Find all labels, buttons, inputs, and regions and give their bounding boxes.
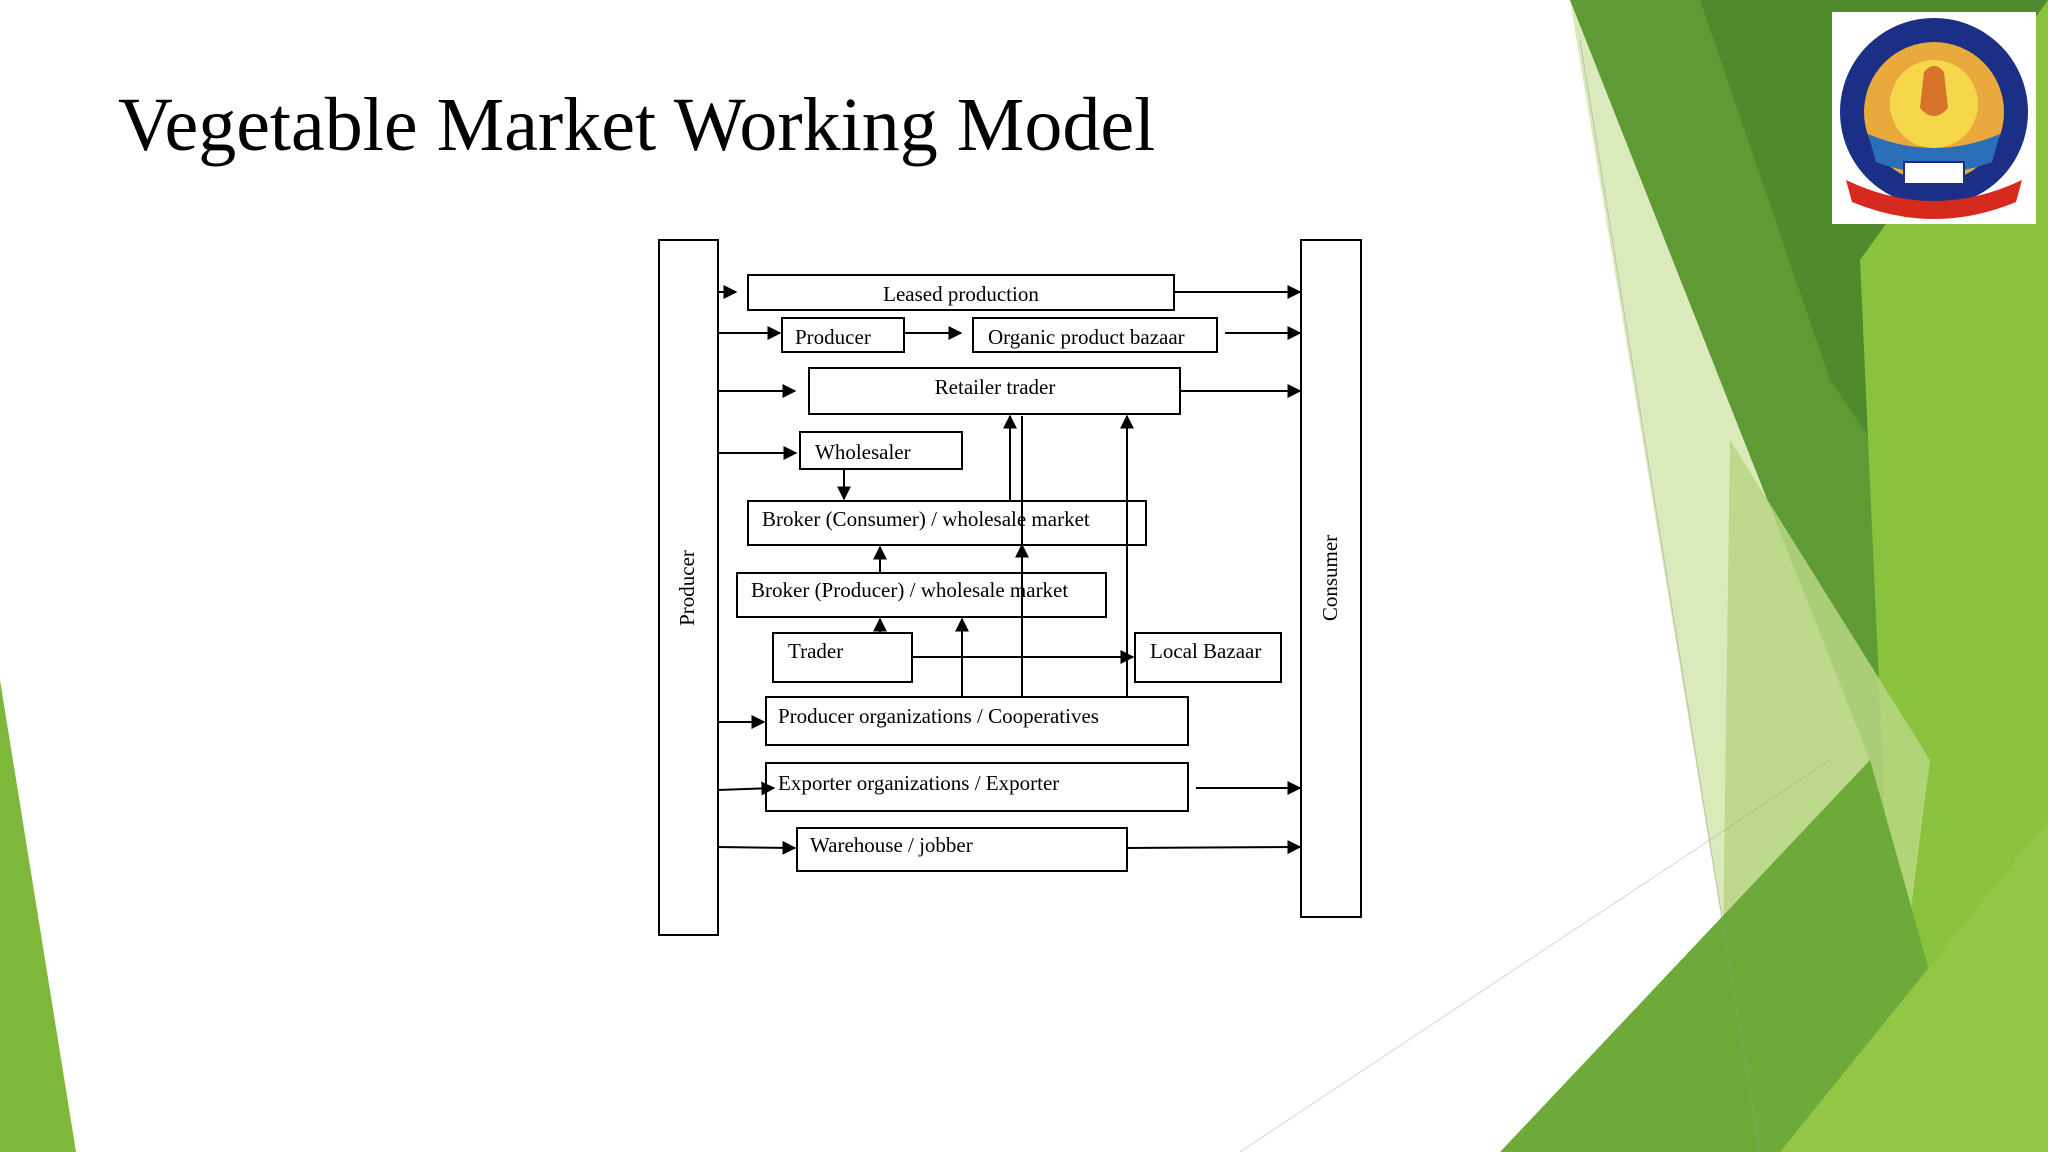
node-label: Trader: [788, 639, 843, 663]
logo-abbr-plate: [1903, 161, 1965, 185]
node-label: Broker (Producer) / wholesale market: [751, 578, 1068, 602]
node-producer: Producer: [781, 317, 905, 353]
node-label: Local Bazaar: [1150, 639, 1261, 663]
node-label: Broker (Consumer) / wholesale market: [762, 507, 1090, 531]
node-warehouse-jobber: Warehouse / jobber: [796, 827, 1128, 872]
node-broker-consumer: Broker (Consumer) / wholesale market: [747, 500, 1147, 546]
node-broker-producer: Broker (Producer) / wholesale market: [736, 572, 1107, 618]
slide-title: Vegetable Market Working Model: [118, 83, 1156, 167]
node-wholesaler: Wholesaler: [799, 431, 963, 470]
left-green-sliver: [0, 680, 76, 1152]
node-label: Producer: [795, 325, 871, 349]
producer-bar: Producer: [658, 239, 719, 936]
node-leased-production: Leased production: [747, 274, 1175, 311]
arrow-producer-to-warehouse: [717, 840, 797, 855]
arrow-producer-to-exporter: [717, 781, 776, 796]
bottom-facet-light: [1780, 820, 2048, 1152]
producer-bar-label: Producer: [675, 550, 699, 626]
node-label: Organic product bazaar: [988, 325, 1185, 349]
node-retailer-trader: Retailer trader: [808, 367, 1181, 415]
node-label: Exporter organizations / Exporter: [778, 771, 1059, 795]
node-trader: Trader: [772, 632, 913, 683]
node-label: Wholesaler: [815, 440, 911, 464]
consumer-bar-label: Consumer: [1318, 535, 1342, 621]
connectors: [717, 285, 1302, 855]
consumer-bar: Consumer: [1300, 239, 1362, 918]
node-label: Retailer trader: [935, 375, 1056, 399]
node-local-bazaar: Local Bazaar: [1134, 632, 1282, 683]
node-exporter-organizations: Exporter organizations / Exporter: [765, 762, 1189, 812]
node-label: Warehouse / jobber: [810, 833, 973, 857]
logo-banner: [1846, 180, 2022, 219]
node-producer-organizations: Producer organizations / Cooperatives: [765, 696, 1189, 746]
logo-figure: [1920, 66, 1948, 116]
thin-accent-line-2: [1239, 759, 1831, 1152]
thin-accent-line: [1579, 39, 1761, 1152]
college-logo: [1832, 12, 2036, 224]
logo-water: [1868, 134, 2000, 173]
node-label: Leased production: [883, 282, 1039, 306]
arrow-warehouse-to-consumer: [1126, 840, 1302, 855]
node-label: Producer organizations / Cooperatives: [778, 704, 1099, 728]
node-organic-product-bazaar: Organic product bazaar: [972, 317, 1218, 353]
